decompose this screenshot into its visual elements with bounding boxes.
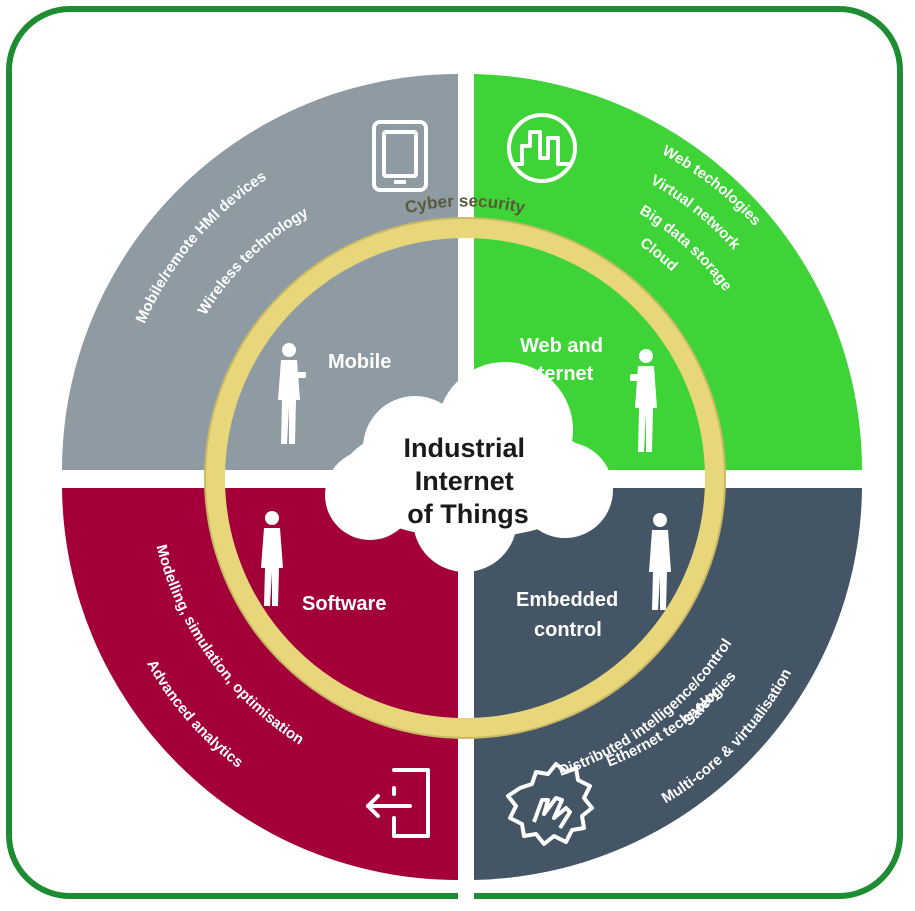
web-title: Web and Internet [520, 335, 609, 385]
center-title-line-3: of Things [407, 499, 528, 529]
quadrant-web [474, 74, 862, 470]
login-door-icon [366, 768, 430, 838]
cyber-security-ring [205, 218, 725, 738]
person-software-silhouette [261, 511, 283, 606]
cloud-city-icon [507, 113, 577, 183]
embedded-title: Embedded control [516, 589, 624, 641]
gear-hand-icon [506, 762, 594, 846]
person-web-silhouette [630, 349, 657, 452]
quadrant-embedded [474, 488, 862, 880]
embedded-title-line-2: control [534, 619, 602, 641]
tablet-icon [372, 120, 428, 192]
software-title: Software [302, 593, 386, 615]
web-title-line-2: Internet [520, 363, 594, 385]
embedded-title-line-1: Embedded [516, 589, 618, 611]
web-title-line-1: Web and [520, 335, 603, 357]
center-title-line-2: Internet [415, 466, 514, 496]
center-title: Industrial Internet of Things [403, 433, 532, 529]
person-mobile-silhouette [278, 343, 306, 444]
center-title-line-1: Industrial [403, 433, 525, 463]
person-embedded-silhouette [649, 513, 671, 610]
cyber-security-ring-outline [204, 217, 726, 739]
center-cloud [325, 362, 613, 572]
quadrant-software [62, 488, 458, 880]
quadrant-mobile [62, 74, 458, 470]
mobile-title: Mobile [328, 351, 391, 373]
